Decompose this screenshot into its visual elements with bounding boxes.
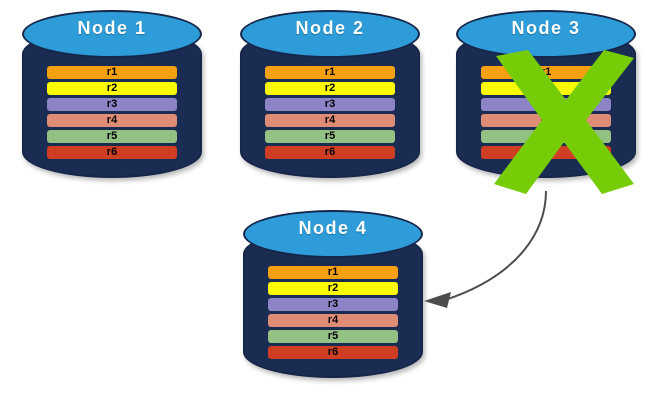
- node-3-rows: r1 r2 r3 r4 r5 r6: [481, 66, 611, 159]
- node-4-title: Node 4: [298, 218, 368, 238]
- node-1-row-r1[interactable]: r1: [47, 66, 177, 79]
- node-2-cylinder-top: [240, 10, 420, 58]
- node-1[interactable]: Node 1 r1 r2 r3 r4 r5 r6: [22, 6, 202, 186]
- node-2-rows: r1 r2 r3 r4 r5 r6: [265, 66, 395, 159]
- node-4-row-r2[interactable]: r2: [268, 282, 398, 295]
- node-3-title: Node 3: [511, 18, 581, 38]
- node-3[interactable]: Node 3 r1 r2 r3 r4 r5 r6: [456, 6, 636, 186]
- node-1-cylinder-top: [22, 10, 202, 58]
- node-4-row-r6[interactable]: r6: [268, 346, 398, 359]
- node-4-row-r1[interactable]: r1: [268, 266, 398, 279]
- node-2-row-r3[interactable]: r3: [265, 98, 395, 111]
- node-2-title: Node 2: [295, 18, 365, 38]
- node-2[interactable]: Node 2 r1 r2 r3 r4 r5 r6: [240, 6, 420, 186]
- replication-arrow-head: [424, 292, 451, 308]
- node-4-row-r4[interactable]: r4: [268, 314, 398, 327]
- node-2-row-r5[interactable]: r5: [265, 130, 395, 143]
- node-2-row-r4[interactable]: r4: [265, 114, 395, 127]
- node-3-row-r3[interactable]: r3: [481, 98, 611, 111]
- node-3-row-r4[interactable]: r4: [481, 114, 611, 127]
- node-1-title: Node 1: [77, 18, 147, 38]
- node-1-row-r2[interactable]: r2: [47, 82, 177, 95]
- node-2-row-r2[interactable]: r2: [265, 82, 395, 95]
- replication-arrow-line: [444, 190, 547, 301]
- node-2-row-r6[interactable]: r6: [265, 146, 395, 159]
- node-2-row-r1[interactable]: r1: [265, 66, 395, 79]
- node-4-row-r3[interactable]: r3: [268, 298, 398, 311]
- node-3-row-r1[interactable]: r1: [481, 66, 611, 79]
- node-1-row-r5[interactable]: r5: [47, 130, 177, 143]
- node-1-row-r4[interactable]: r4: [47, 114, 177, 127]
- node-4[interactable]: Node 4 r1 r2 r3 r4 r5 r6: [243, 206, 423, 386]
- node-1-row-r6[interactable]: r6: [47, 146, 177, 159]
- node-3-row-r6[interactable]: r6: [481, 146, 611, 159]
- node-4-rows: r1 r2 r3 r4 r5 r6: [268, 266, 398, 359]
- node-4-row-r5[interactable]: r5: [268, 330, 398, 343]
- node-3-row-r2[interactable]: r2: [481, 82, 611, 95]
- node-3-row-r5[interactable]: r5: [481, 130, 611, 143]
- node-1-row-r3[interactable]: r3: [47, 98, 177, 111]
- node-4-cylinder-top: [243, 210, 423, 258]
- node-1-rows: r1 r2 r3 r4 r5 r6: [47, 66, 177, 159]
